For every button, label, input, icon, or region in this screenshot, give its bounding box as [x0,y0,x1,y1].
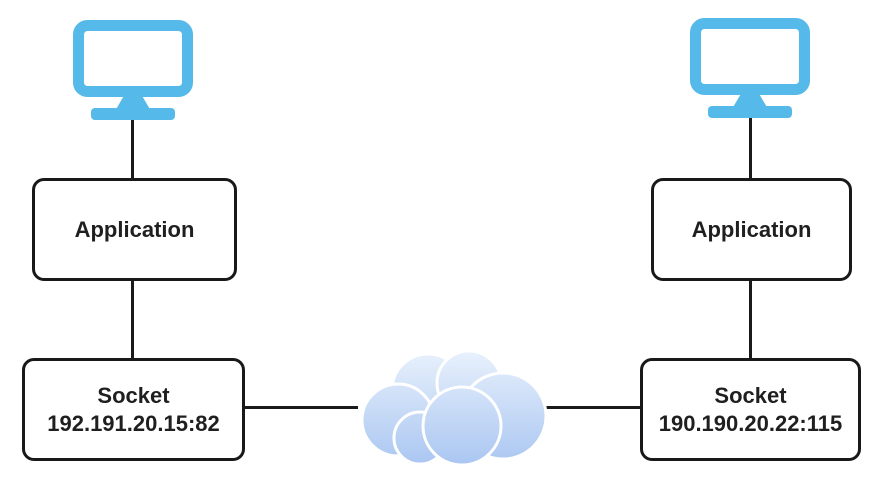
network-cloud [356,342,548,473]
left-computer [73,20,193,125]
left-socket-address: 192.191.20.15:82 [47,410,220,436]
left-socket-title: Socket [97,382,170,408]
left-application-label: Application [74,216,195,242]
connector-left-monitor-to-application [131,118,134,180]
right-application-label: Application [691,216,812,242]
monitor-icon [690,18,810,118]
connector-cloud-to-right-socket [546,406,641,409]
connector-right-application-to-socket [749,279,752,360]
connector-left-application-to-socket [131,279,134,360]
connector-right-monitor-to-application [749,118,752,180]
cloud-icon [360,349,548,467]
left-application-node: Application [32,178,237,281]
left-socket-node: Socket 192.191.20.15:82 [22,358,245,461]
right-computer [690,18,810,123]
connector-left-socket-to-cloud [244,406,358,409]
right-socket-node: Socket 190.190.20.22:115 [640,358,861,461]
right-application-node: Application [651,178,852,281]
right-socket-address: 190.190.20.22:115 [658,410,843,436]
monitor-icon [73,20,193,120]
right-socket-title: Socket [714,382,787,408]
